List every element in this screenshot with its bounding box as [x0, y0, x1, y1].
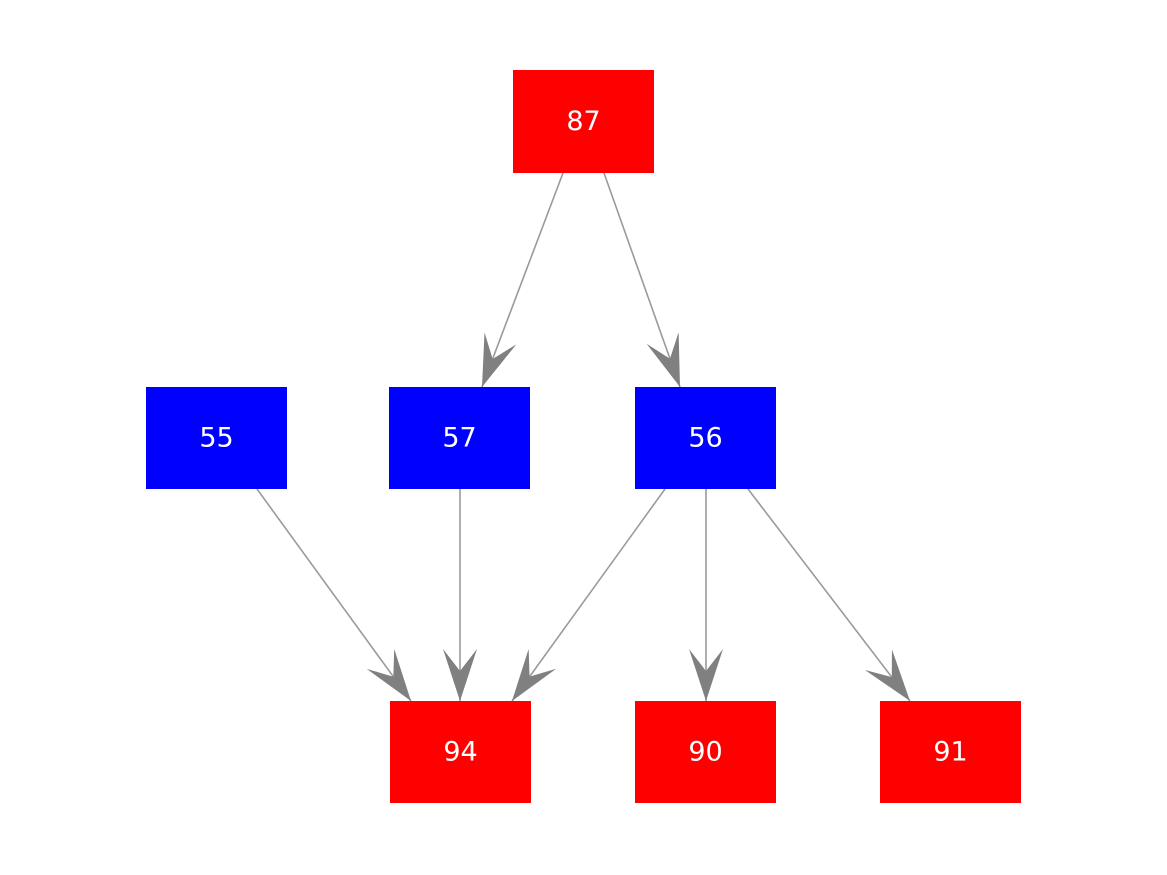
- edge-56-to-91: [747, 488, 911, 702]
- node-label: 56: [688, 423, 722, 454]
- graph-node-57[interactable]: 57: [389, 387, 530, 489]
- edge-line: [511, 488, 666, 702]
- arrowhead-icon: [366, 648, 411, 701]
- edge-87-to-56: [603, 172, 681, 388]
- node-label: 90: [688, 737, 722, 768]
- edge-line: [747, 488, 911, 702]
- graph-node-56[interactable]: 56: [635, 387, 776, 489]
- node-label: 57: [442, 423, 476, 454]
- arrowhead-icon: [512, 648, 557, 701]
- graph-node-94[interactable]: 94: [390, 701, 531, 803]
- arrowhead-icon: [689, 649, 723, 701]
- node-rect[interactable]: [635, 701, 776, 803]
- node-rect[interactable]: [635, 387, 776, 489]
- graph-node-55[interactable]: 55: [146, 387, 287, 489]
- arrowhead-icon: [482, 332, 517, 387]
- graph-node-87[interactable]: 87: [513, 70, 654, 173]
- nodes-layer: 87 55 57 56 94 90 91: [146, 70, 1021, 803]
- node-rect[interactable]: [146, 387, 287, 489]
- node-label: 94: [443, 737, 477, 768]
- graph-node-91[interactable]: 91: [880, 701, 1021, 803]
- graph-node-90[interactable]: 90: [635, 701, 776, 803]
- node-label: 55: [199, 423, 233, 454]
- edge-line: [256, 488, 412, 702]
- node-rect[interactable]: [880, 701, 1021, 803]
- edge-55-to-94: [256, 488, 412, 702]
- arrowhead-icon: [864, 649, 910, 701]
- edge-57-to-94: [443, 489, 477, 701]
- arrowhead-icon: [646, 332, 680, 387]
- node-label: 91: [933, 737, 967, 768]
- node-label: 87: [566, 106, 600, 137]
- edge-56-to-90: [689, 489, 723, 701]
- arrowhead-icon: [443, 649, 477, 701]
- edge-line: [603, 172, 681, 388]
- edge-87-to-57: [481, 172, 564, 388]
- edge-56-to-94: [511, 488, 666, 702]
- node-rect[interactable]: [513, 70, 654, 173]
- edge-line: [481, 172, 564, 388]
- node-rect[interactable]: [390, 701, 531, 803]
- edges-layer: [256, 172, 911, 702]
- node-rect[interactable]: [389, 387, 530, 489]
